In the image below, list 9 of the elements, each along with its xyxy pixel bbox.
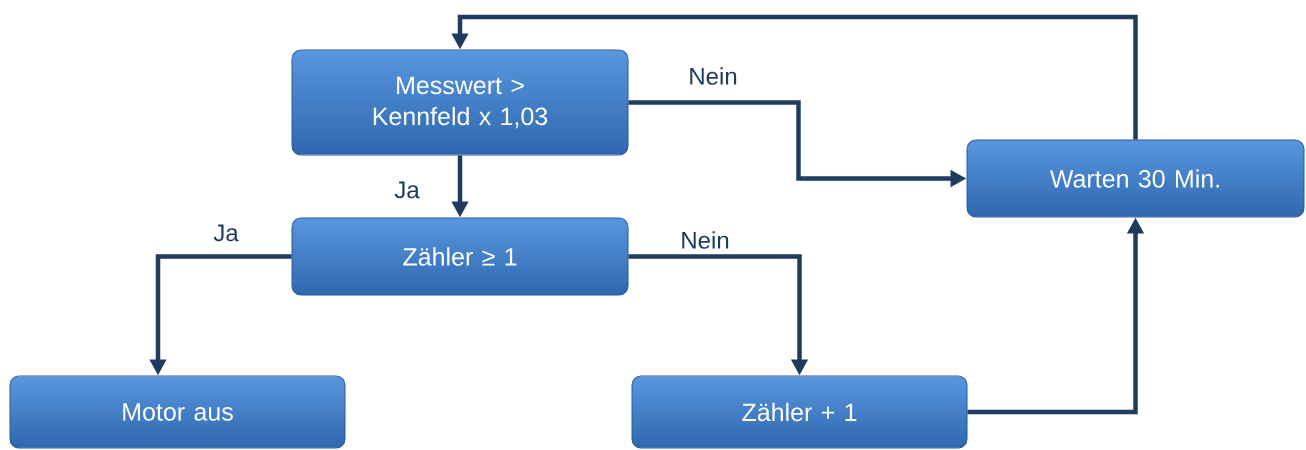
process-box: Zähler ≥ 1 <box>291 217 629 296</box>
edge-label: Nein <box>690 67 737 85</box>
edge-label: Nein <box>682 231 729 249</box>
process-box: Messwert > Kennfeld x 1,03 <box>291 49 629 156</box>
process-box: Motor aus <box>9 375 346 449</box>
edge-label: Ja <box>394 181 420 199</box>
process-box: Warten 30 Min. <box>966 139 1305 218</box>
edge-label: Ja <box>213 224 239 242</box>
process-box: Zähler + 1 <box>631 375 968 449</box>
